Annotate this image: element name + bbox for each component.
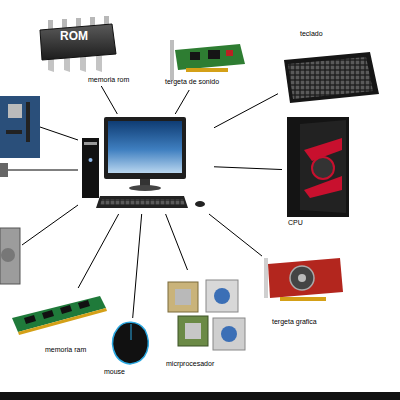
connector-line <box>101 86 117 114</box>
ram-chip <box>42 310 54 319</box>
board-part <box>226 50 233 56</box>
connector-line <box>133 214 142 318</box>
power-light <box>89 158 93 162</box>
chip-logo <box>221 326 237 342</box>
processor-picture <box>168 280 245 350</box>
gold-contacts <box>186 68 228 72</box>
chip-pin <box>80 56 86 72</box>
motherboard <box>0 96 40 158</box>
ram-chip <box>78 300 90 309</box>
hard-drive-picture <box>0 228 20 284</box>
leader-line <box>8 170 78 171</box>
part-label: teclado <box>300 30 323 38</box>
motherboard-picture <box>0 96 40 158</box>
computer-picture <box>82 117 205 208</box>
monitor-stand <box>140 179 150 186</box>
part-label: memoria ram <box>45 346 86 354</box>
keyboard-picture <box>284 52 379 103</box>
connector-line <box>214 167 282 170</box>
monitor-screen <box>108 121 182 173</box>
cpu-tower-picture <box>287 117 349 217</box>
processor-chip <box>213 318 245 350</box>
drive-platter <box>1 248 15 262</box>
hard-drive <box>0 228 20 284</box>
chip-pin <box>96 56 102 72</box>
ram-chip <box>60 305 72 314</box>
processor-chip <box>168 282 198 312</box>
gold-contacts <box>18 308 107 335</box>
mouse-seam <box>131 324 132 340</box>
connector-line <box>209 214 262 256</box>
card-bracket <box>264 258 268 298</box>
chip-lid <box>175 289 191 305</box>
rom-chip-picture <box>40 16 116 72</box>
board-socket <box>8 104 22 118</box>
processor: micrprocesador <box>160 270 255 372</box>
card-bracket <box>170 40 174 80</box>
tower-fan <box>312 157 334 179</box>
small-tower <box>82 138 99 198</box>
part-label: tergeta de sonido <box>165 78 219 86</box>
gold-contacts <box>280 297 326 301</box>
cut-off-part <box>0 163 8 177</box>
part-label: tergeta grafica <box>272 318 317 326</box>
connector-line <box>175 90 189 114</box>
tower-side <box>300 120 346 213</box>
circuit-board <box>175 44 245 70</box>
tower-case <box>287 117 349 217</box>
leader-line <box>40 127 78 140</box>
desk-keys <box>100 199 185 205</box>
rom-chip: ROM memoria rom <box>30 14 131 86</box>
connector-line <box>78 214 118 288</box>
drive-slot <box>84 142 97 145</box>
mouse-picture <box>113 322 149 364</box>
part-label: CPU <box>288 219 303 227</box>
ram-chip <box>24 315 36 324</box>
desk-mouse <box>195 201 205 207</box>
mouse: mouse <box>100 318 160 380</box>
circuit-board <box>268 258 343 298</box>
processor-chip <box>178 316 208 346</box>
chip-lid <box>185 323 201 339</box>
connector-line <box>166 214 188 270</box>
cpu-tower: CPU <box>282 112 354 230</box>
desk-keyboard <box>96 196 188 208</box>
graphics-card-picture <box>264 258 343 301</box>
ram-module: memoria ram <box>5 288 113 358</box>
ram-picture <box>12 296 107 335</box>
sound-card: tergeta de sonido <box>160 36 250 90</box>
board-slot <box>26 102 30 142</box>
board-chip <box>190 52 200 60</box>
chip-body <box>40 24 116 60</box>
card-fan <box>290 266 314 290</box>
bottom-bar <box>0 392 400 400</box>
monitor-base <box>129 185 161 191</box>
part-label: micrprocesador <box>166 360 214 368</box>
keyboard-keys <box>288 57 373 99</box>
graphics-card: tergeta grafica <box>262 252 350 330</box>
mouse-body <box>113 322 149 364</box>
keyboard-body <box>284 52 379 103</box>
chip-logo <box>214 288 230 304</box>
board-chip <box>208 50 220 59</box>
keyboard: teclado <box>278 28 382 104</box>
monitor-frame <box>104 117 186 179</box>
fan-hub <box>298 274 306 282</box>
sound-card-picture <box>170 40 245 80</box>
part-label: mouse <box>104 368 125 376</box>
part-label: memoria rom <box>88 76 129 84</box>
leader-line <box>22 205 78 245</box>
computer-hub <box>78 114 214 214</box>
processor-chip <box>206 280 238 312</box>
chip-marking: ROM <box>60 30 88 43</box>
board-slot <box>6 130 22 134</box>
connector-line <box>214 94 278 128</box>
